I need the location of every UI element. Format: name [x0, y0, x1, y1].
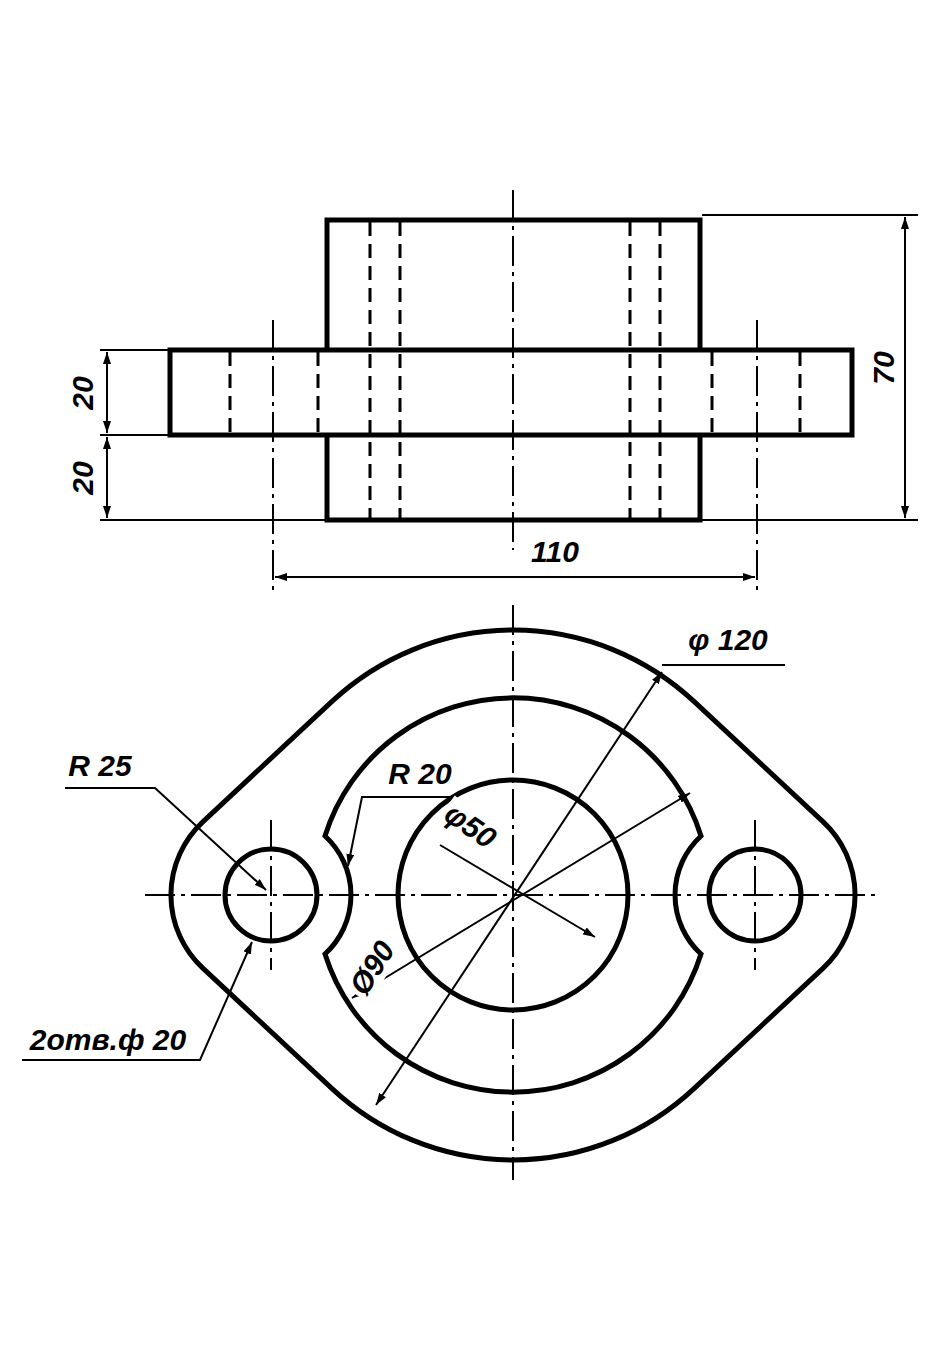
dimension-text: R 20	[385, 758, 454, 790]
dimension-text: 20	[67, 373, 99, 412]
dimension-text: 110	[528, 536, 582, 568]
dimension-text: φ50	[436, 796, 504, 857]
note-text: 2отв.ф 20	[27, 1024, 189, 1056]
dimension-text: Ø90	[342, 933, 402, 1003]
top-view	[22, 605, 880, 1180]
dimension-text: 20	[67, 458, 99, 497]
dimension-text: R 25	[65, 750, 134, 782]
dimension-text: 70	[868, 348, 900, 387]
front-view	[100, 190, 918, 595]
dimension-text: φ 120	[685, 624, 771, 656]
